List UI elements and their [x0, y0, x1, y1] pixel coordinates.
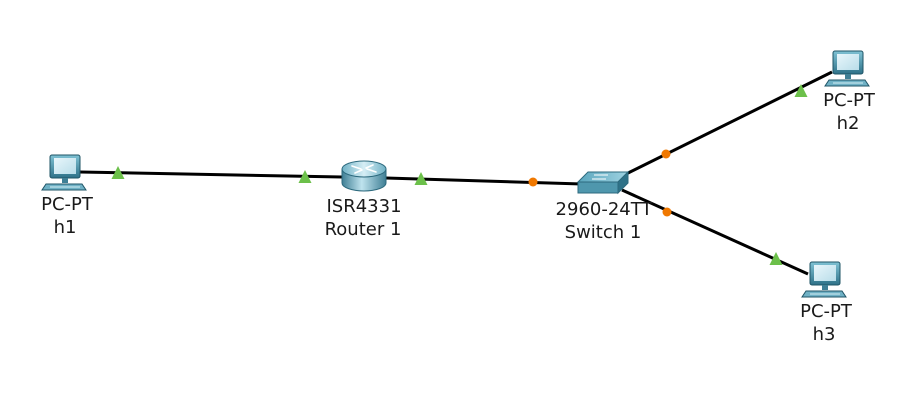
port-pending-marker — [662, 207, 672, 217]
switch-icon — [576, 170, 630, 195]
device-h1-name: h1 — [54, 217, 77, 238]
device-h2[interactable] — [824, 50, 870, 87]
router-icon — [341, 160, 387, 192]
link-h1-router1[interactable] — [79, 170, 343, 179]
pc-icon — [41, 154, 87, 191]
port-up-marker — [111, 166, 125, 179]
port-up-marker — [769, 252, 783, 265]
device-router1-name: Router 1 — [325, 219, 402, 240]
link-switch1-h2[interactable] — [621, 70, 833, 178]
device-h3[interactable] — [801, 261, 847, 298]
port-up-marker — [298, 170, 312, 183]
device-h1-model: PC-PT — [41, 194, 94, 215]
pc-icon — [824, 50, 870, 87]
link-router1-switch1[interactable] — [385, 176, 583, 186]
device-h2-name: h2 — [837, 113, 860, 134]
port-up-marker — [414, 172, 428, 185]
device-switch1-name: Switch 1 — [565, 222, 642, 243]
port-up-marker — [794, 84, 808, 97]
links-layer — [79, 70, 833, 276]
device-h3-model: PC-PT — [800, 301, 853, 322]
device-router1-model: ISR4331 — [326, 196, 401, 217]
device-h1[interactable] — [41, 154, 87, 191]
device-h2-model: PC-PT — [823, 90, 876, 111]
device-switch1[interactable] — [576, 170, 630, 195]
port-pending-marker — [528, 177, 538, 187]
port-pending-marker — [661, 149, 671, 159]
device-router1[interactable] — [341, 160, 387, 192]
port-markers — [111, 84, 808, 265]
pc-icon — [801, 261, 847, 298]
device-switch1-model: 2960-24TT — [556, 199, 654, 220]
device-h3-name: h3 — [813, 324, 836, 345]
